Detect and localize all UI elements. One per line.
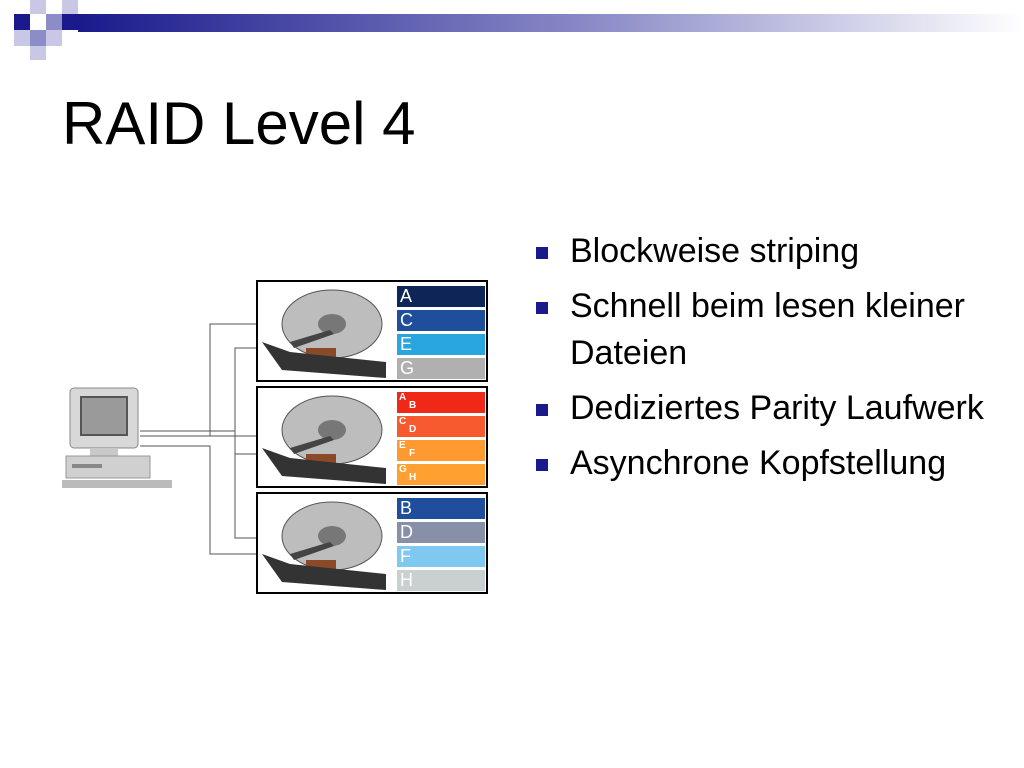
strip-f: F bbox=[397, 546, 485, 567]
strip-c: C bbox=[397, 310, 485, 331]
square-bullet-icon bbox=[536, 302, 548, 314]
hard-disk-icon bbox=[262, 395, 386, 484]
hard-disk-icon bbox=[262, 289, 386, 378]
square-bullet-icon bbox=[536, 459, 548, 471]
square-bullet-icon bbox=[536, 404, 548, 416]
computer-icon bbox=[62, 387, 172, 488]
strip-g: G bbox=[397, 358, 485, 379]
square-bullet-icon bbox=[536, 247, 548, 259]
strip-d: D bbox=[397, 522, 485, 543]
bullet-list: Blockweise striping Schnell beim lesen k… bbox=[530, 228, 1000, 495]
drive-2: B D F H bbox=[256, 492, 488, 594]
bullet-item: Blockweise striping bbox=[530, 228, 1000, 275]
strip-a: A bbox=[397, 286, 485, 307]
hard-disk-icon bbox=[262, 501, 386, 590]
bullet-item: Schnell beim lesen kleiner Dateien bbox=[530, 283, 1000, 377]
strip-b: B bbox=[397, 498, 485, 519]
header-decoration bbox=[14, 0, 1024, 60]
connection-lines bbox=[140, 323, 258, 555]
strip-e: E bbox=[397, 334, 485, 355]
drive-1: A C E G bbox=[256, 280, 488, 382]
bullet-item: Asynchrone Kopfstellung bbox=[530, 440, 1000, 487]
bullet-item: Dediziertes Parity Laufwerk bbox=[530, 385, 1000, 432]
slide-title: RAID Level 4 bbox=[62, 90, 416, 157]
strip-h: H bbox=[397, 570, 485, 591]
